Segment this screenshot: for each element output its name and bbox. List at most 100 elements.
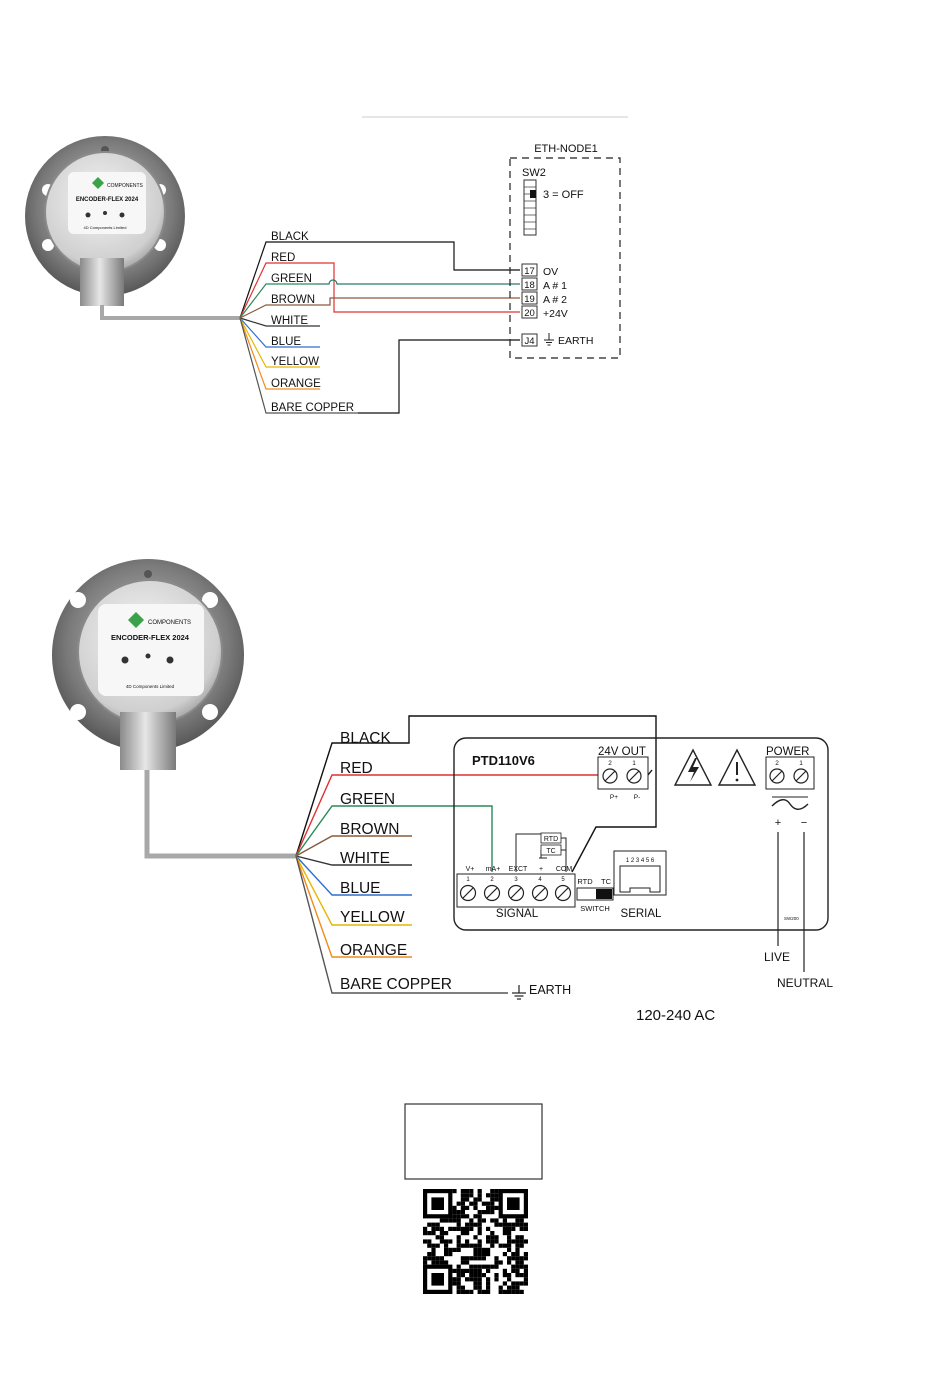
red-wire-route [316,262,520,313]
supply-label: 120-240 AC [636,1007,715,1024]
qr-module [486,1247,491,1252]
screw-terminal-icon [531,884,549,902]
qr-module [477,1243,482,1248]
qr-module [439,1260,444,1265]
diagram-2-routed-wires [402,715,657,994]
qr-code[interactable] [423,1189,528,1294]
power-minus-sign: − [801,817,807,829]
signal-top-label: EXCT [509,866,528,873]
wire-label-orange: ORANGE [271,378,321,390]
qr-module [494,1256,499,1261]
qr-module [515,1273,520,1278]
qr-module [435,1235,440,1240]
live-label: LIVE [764,950,790,964]
qr-module [511,1281,516,1286]
qr-module [465,1205,470,1210]
wire-orange [239,317,320,390]
qr-module [502,1243,507,1248]
qr-module [452,1268,457,1273]
wire-label-green: GREEN [271,273,312,285]
qr-module [473,1197,478,1202]
qr-module [444,1231,449,1236]
qr-module [473,1273,478,1278]
green-wire-route [316,279,520,285]
signal-terminal-num: 1 [466,877,470,883]
qr-module [502,1268,507,1273]
qr-module [477,1214,482,1219]
wire-orange [295,855,412,958]
qr-module [452,1247,457,1252]
encoder-1-shaft [80,258,124,306]
signal-top-label: + [539,866,543,873]
diagram-2: COMPONENTS ENCODER-FLEX 2024 4D Componen… [52,559,833,1024]
status-led-icon [121,656,129,664]
qr-module [494,1239,499,1244]
power-terminal-2-num: 2 [775,760,779,767]
qr-module [477,1247,482,1252]
qr-module [498,1243,503,1248]
qr-module [519,1281,524,1286]
qr-module [427,1222,432,1227]
qr-module [494,1260,499,1265]
qr-module [431,1243,436,1248]
qr-module [515,1260,520,1265]
qr-module [523,1277,528,1282]
wire-blue [295,855,412,896]
qr-module [507,1239,512,1244]
qr-module [511,1264,516,1269]
qr-module [502,1289,507,1294]
qr-module [494,1193,499,1198]
qr-module [507,1231,512,1236]
qr-module [448,1252,453,1257]
qr-module [427,1243,432,1248]
brown-wire-route [316,297,520,306]
qr-module [465,1189,470,1194]
diagram-2-wire-fan [295,742,466,994]
qr-module [523,1252,528,1257]
encoder-2-bolt-hole [144,570,152,578]
power-plus-sign: + [775,817,781,829]
qr-finder-pattern [431,1273,444,1286]
qr-module [460,1273,465,1278]
qr-module [477,1197,482,1202]
qr-module [444,1252,449,1257]
qr-module [460,1189,465,1194]
qr-module [473,1281,478,1286]
terminal-17-number: 17 [524,266,535,277]
screw-terminal-icon [626,768,642,784]
terminal-19-box [521,291,538,305]
qr-module [469,1268,474,1273]
qr-module [456,1218,461,1223]
qr-module [456,1281,461,1286]
wire-label-orange: ORANGE [340,942,407,959]
wire-white [239,317,320,327]
qr-module [486,1193,491,1198]
qr-module [456,1273,461,1278]
wire-label-black: BLACK [271,231,309,243]
qr-module [481,1273,486,1278]
qr-module [523,1268,528,1273]
ac-sine-icon [771,796,809,810]
qr-module [486,1264,491,1269]
qr-module [515,1264,520,1269]
qr-module [494,1235,499,1240]
qr-module [498,1285,503,1290]
qr-module [523,1273,528,1278]
qr-module [498,1222,503,1227]
qr-module [469,1289,474,1294]
qr-module [460,1205,465,1210]
qr-module [511,1252,516,1257]
qr-module [427,1231,432,1236]
qr-module [439,1218,444,1223]
sw2-state-text: 3 = OFF [543,189,584,201]
qr-module [519,1235,524,1240]
qr-module [502,1231,507,1236]
qr-module [460,1210,465,1215]
qr-module [465,1260,470,1265]
wire-bare-copper [239,317,358,414]
qr-module [473,1252,478,1257]
wire-label-white: WHITE [340,850,390,867]
qr-module [460,1256,465,1261]
out-terminal-p-plus: P+ [610,794,618,801]
qr-module [490,1218,495,1223]
